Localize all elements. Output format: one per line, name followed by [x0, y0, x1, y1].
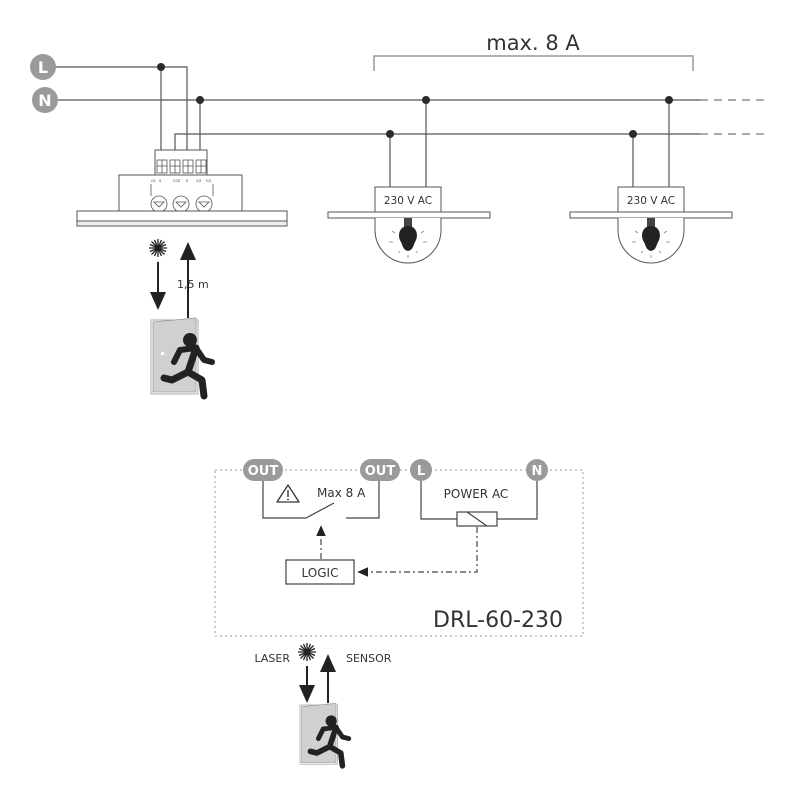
sensor-label: SENSOR	[346, 652, 392, 665]
max-label: Max 8 A	[317, 486, 366, 500]
n-block-label: N	[532, 464, 543, 479]
logic-label: LOGIC	[302, 566, 339, 580]
svg-text:G3: G3	[206, 179, 211, 183]
distance-label: 1,5 m	[177, 278, 209, 291]
power-n-wire	[497, 481, 538, 520]
l-badge-block: L	[410, 459, 432, 481]
power-label: POWER AC	[444, 487, 509, 501]
exit-door-icon	[150, 317, 212, 396]
junction-node	[157, 63, 165, 71]
junction-node	[196, 96, 204, 104]
out-left-label: OUT	[248, 464, 279, 479]
lamp-1: 230 V AC	[327, 96, 491, 264]
svg-text:G3: G3	[196, 179, 201, 183]
out-right-label: OUT	[365, 464, 396, 479]
coil-icon	[456, 511, 498, 527]
l-badge: L	[30, 54, 56, 80]
laser-icon	[297, 642, 317, 662]
relay-output-wire	[346, 481, 380, 519]
power-l-wire	[420, 481, 457, 520]
max-current-label: max. 8 A	[486, 31, 580, 55]
model-label: DRL-60-230	[433, 608, 563, 633]
out-left-badge: OUT	[243, 459, 283, 481]
line-wire	[56, 66, 188, 158]
laser-label: LASER	[255, 652, 291, 665]
svg-text:S: S	[159, 179, 162, 183]
n-label: N	[38, 91, 51, 110]
warning-icon	[276, 484, 300, 503]
svg-text:CCE: CCE	[173, 179, 180, 183]
lamp-voltage-label: 230 V AC	[627, 195, 675, 207]
svg-text:E: E	[186, 179, 188, 183]
switched-wire	[174, 133, 700, 158]
out-right-badge: OUT	[360, 459, 400, 481]
coil-to-logic-arrow	[357, 527, 478, 577]
junction-node	[422, 96, 430, 104]
relay-switch	[262, 481, 335, 519]
logic-box	[285, 559, 355, 585]
max-current-bracket	[373, 55, 694, 71]
exit-door-icon	[299, 703, 349, 765]
light-bulb-icon	[389, 218, 427, 258]
junction-node	[629, 130, 637, 138]
laser-icon	[148, 238, 168, 258]
junction-node	[386, 130, 394, 138]
lamp-2: 230 V AC	[569, 96, 733, 264]
l-block-label: L	[417, 464, 425, 479]
device-boundary	[214, 469, 584, 637]
junction-node	[665, 96, 673, 104]
l-label: L	[38, 58, 48, 77]
svg-text:G1: G1	[151, 179, 156, 183]
lamp-voltage-label: 230 V AC	[384, 195, 432, 207]
n-badge: N	[32, 87, 58, 113]
light-bulb-icon	[632, 218, 670, 258]
n-badge-block: N	[526, 459, 548, 481]
